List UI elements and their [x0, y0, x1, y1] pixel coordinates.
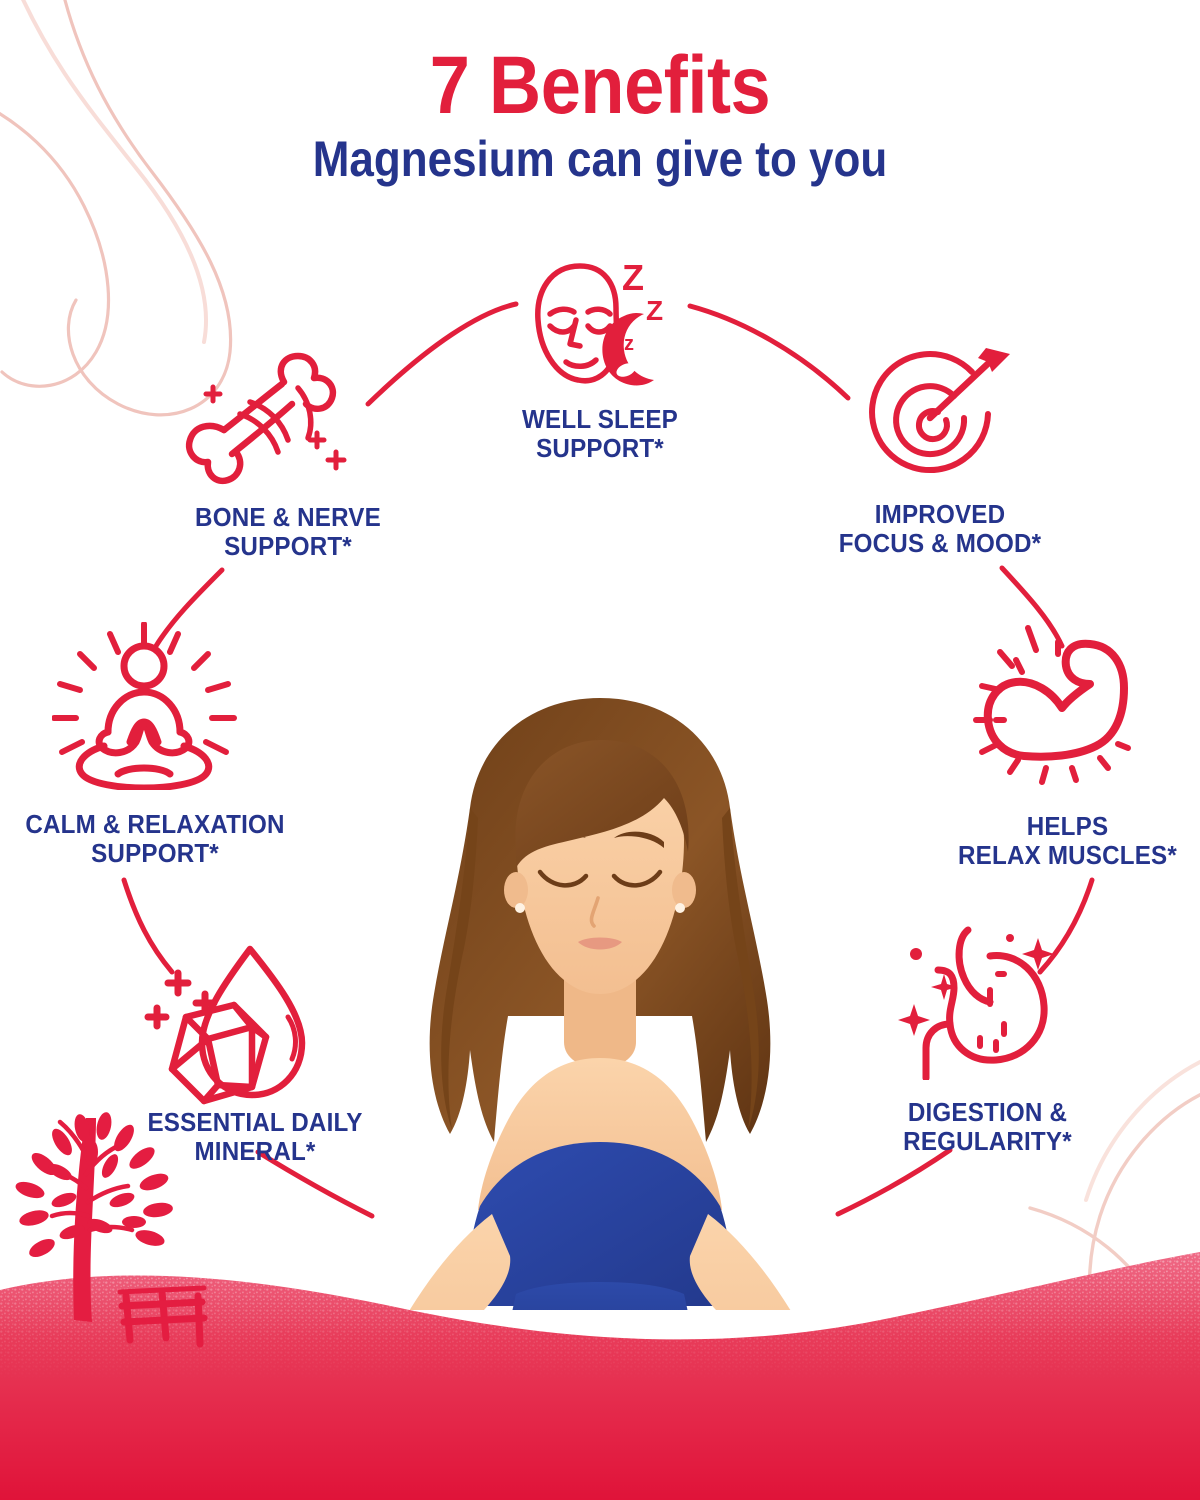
- hair-strand-right: [722, 808, 759, 1130]
- gem-facet-left: [168, 1035, 222, 1105]
- arm-left: [409, 1214, 511, 1310]
- mouth: [578, 937, 622, 950]
- gem-sparkle-plus: [144, 969, 218, 1030]
- gem-facet-top: [182, 1001, 256, 1043]
- zzz-glyphs: Z Z z: [622, 258, 663, 355]
- arrow-head: [978, 348, 1010, 372]
- bone-icon: [185, 352, 347, 485]
- park-bench-silhouette: [117, 1285, 208, 1348]
- gem-facet-side: [204, 1023, 270, 1091]
- hair-front: [515, 740, 689, 868]
- hair-strand-left: [441, 808, 478, 1130]
- heading-block: 7 Benefits Magnesium can give to you: [0, 40, 1200, 188]
- meditator-feet: [114, 764, 174, 778]
- meditator-head: [120, 642, 168, 690]
- target-arrow-icon: [869, 348, 1010, 474]
- stomach-icon: [898, 926, 1054, 1080]
- benefit-label-helps-relax-muscles: HELPS RELAX MUSCLES*: [958, 811, 1177, 871]
- eyebrow-r: [585, 306, 613, 317]
- eye-left-closed: [537, 869, 589, 888]
- meditator-legs: [75, 742, 213, 790]
- svg-text:Z: Z: [622, 258, 644, 298]
- eye-right-closed: [611, 869, 663, 888]
- benefit-label-calm-relaxation-support: CALM & RELAXATION SUPPORT*: [25, 809, 285, 869]
- sleeping-face-icon: Z Z z: [535, 258, 663, 386]
- arc-bone-to-sleep: [365, 301, 519, 407]
- benefit-label-improved-focus-mood: IMPROVED FOCUS & MOOD*: [838, 499, 1042, 559]
- meditator-arms: [95, 720, 193, 757]
- face-mouth: [563, 357, 599, 369]
- eye-r-closed: [585, 323, 613, 335]
- flexed-bicep-icon: [973, 625, 1131, 785]
- face-nose: [567, 317, 583, 349]
- svg-text:z: z: [624, 333, 634, 355]
- muscle-sparkle-rays: [973, 625, 1131, 785]
- crescent-moon-icon: [602, 312, 654, 386]
- swirl-decor-bottom-right-soft: [1084, 1060, 1200, 1202]
- ear-left: [504, 872, 528, 908]
- droplet-shine: [285, 1014, 298, 1062]
- earring-left: [515, 903, 525, 913]
- meditation-icon: [52, 622, 237, 790]
- stomach-texture: [977, 971, 1007, 1053]
- nose: [589, 896, 600, 928]
- gem-droplet-icon: [144, 945, 306, 1105]
- page-subtitle: Magnesium can give to you: [312, 131, 888, 188]
- eyebrow-right: [614, 831, 664, 848]
- arm-right: [689, 1214, 791, 1310]
- benefit-label-digestion-regularity: DIGESTION & REGULARITY*: [903, 1097, 1072, 1157]
- meditator-body: [104, 688, 184, 736]
- benefit-label-well-sleep-support: WELL SLEEP SUPPORT*: [522, 404, 678, 464]
- face-outline: [535, 263, 620, 384]
- woman-meditating-illustration: [409, 698, 791, 1310]
- earring-right: [675, 903, 685, 913]
- ear-right: [672, 872, 696, 908]
- benefit-label-essential-daily-mineral: ESSENTIAL DAILY MINERAL*: [147, 1107, 363, 1167]
- benefit-label-bone-nerve-support: BONE & NERVE SUPPORT*: [195, 502, 381, 562]
- eyebrow-l: [547, 306, 577, 317]
- svg-text:Z: Z: [646, 295, 663, 326]
- meditator-hands: [126, 718, 162, 746]
- page-title: 7 Benefits: [429, 40, 771, 131]
- arc-sleep-to-target: [687, 303, 851, 401]
